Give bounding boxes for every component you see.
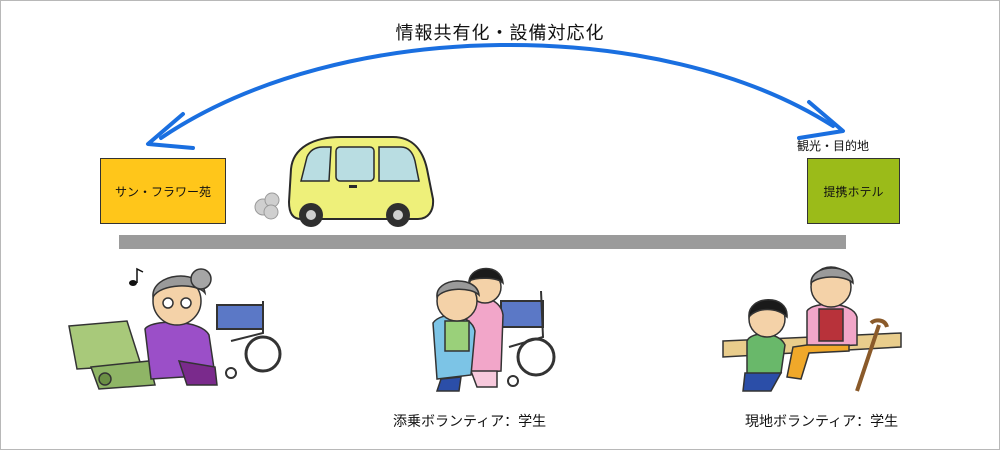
van-icon [287,136,435,227]
music-note-icon [129,267,144,286]
elderly-man-icon [786,266,889,392]
exhaust-cloud-icon [254,192,280,220]
elderly-woman-icon [432,280,480,392]
elderly-woman-icon [144,268,218,386]
child-volunteer-icon [742,299,788,392]
curved-double-arrow-icon [146,43,845,150]
sun-flower-en-label: サン・フラワー苑 [114,184,211,199]
scene-left-elderly-woman [68,267,282,390]
volunteer-icon [464,267,504,388]
scene-middle-volunteer-helping [432,267,556,392]
partner-hotel-box: 提携ホテル [807,158,900,224]
escort-volunteer-caption: 添乗ボランティア：学生 [393,414,547,430]
partner-hotel-label: 提携ホテル [823,184,884,199]
wheelchair-icon [500,290,556,387]
diagram-title: 情報共有化・設備対応化 [395,23,605,44]
scene-right-volunteer-with-elderly-man [722,266,902,392]
road [119,235,846,249]
local-volunteer-caption: 現地ボランティア：学生 [745,414,899,430]
wheelchair-icon [216,301,282,379]
bag-icon [68,320,156,390]
destination-caption: 観光・目的地 [797,139,870,153]
sun-flower-en-box: サン・フラワー苑 [100,158,226,224]
